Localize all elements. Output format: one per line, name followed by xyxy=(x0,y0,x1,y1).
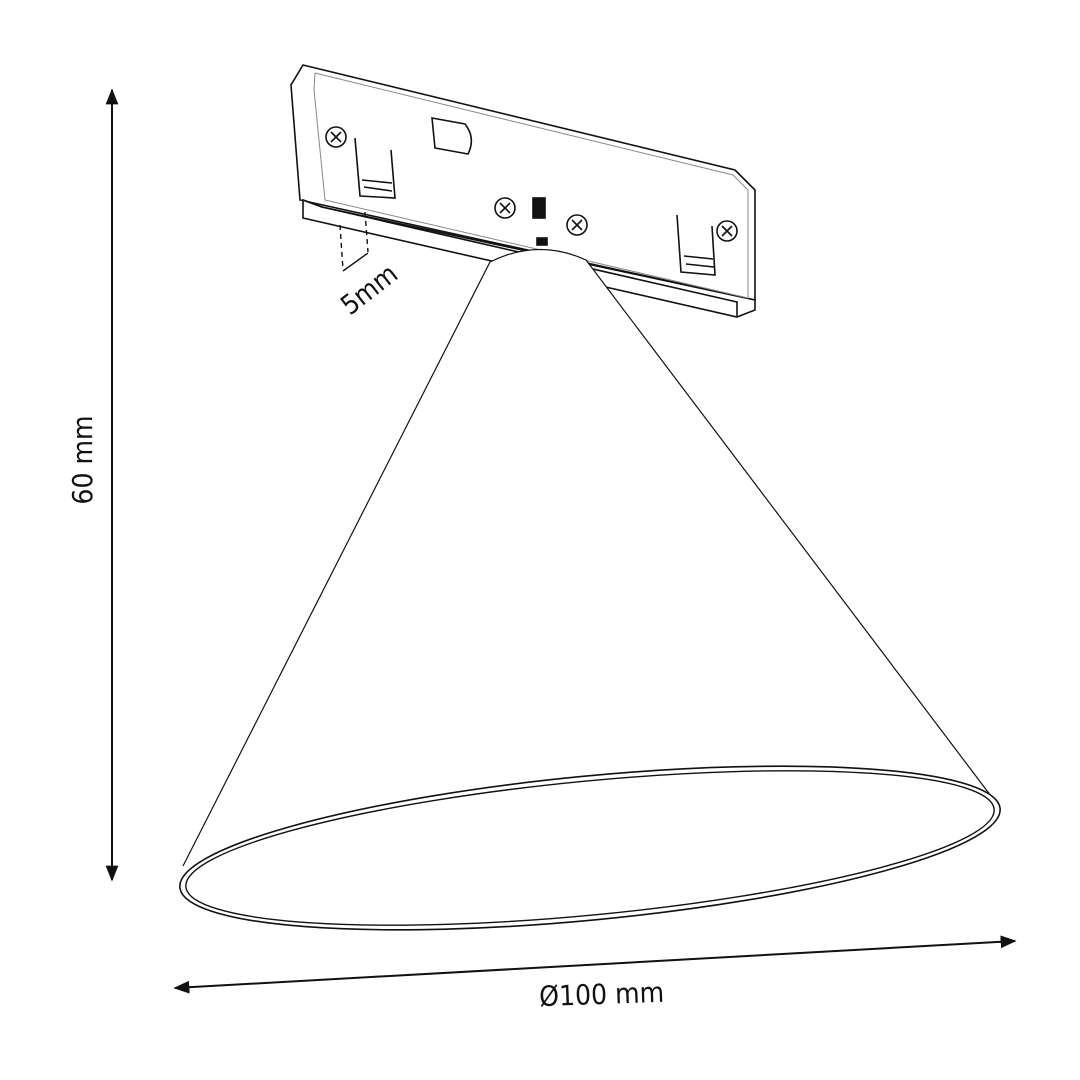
cone-shade xyxy=(179,248,1001,931)
diameter-label: Ø100 mm xyxy=(539,976,665,1013)
screw-icon xyxy=(325,126,347,148)
screw-icon xyxy=(566,214,588,236)
diameter-dimension: Ø100 mm xyxy=(173,935,1017,1013)
screw-icon xyxy=(716,220,738,242)
adapter-offset-label: 5mm xyxy=(335,258,404,321)
screw-icon xyxy=(494,197,516,219)
height-dimension: 60 mm xyxy=(66,88,119,882)
adapter-offset-dimension xyxy=(339,211,369,272)
height-label: 60 mm xyxy=(66,415,99,504)
clip-right xyxy=(676,214,716,276)
clip-left xyxy=(354,137,396,199)
connector-slot xyxy=(431,117,473,155)
